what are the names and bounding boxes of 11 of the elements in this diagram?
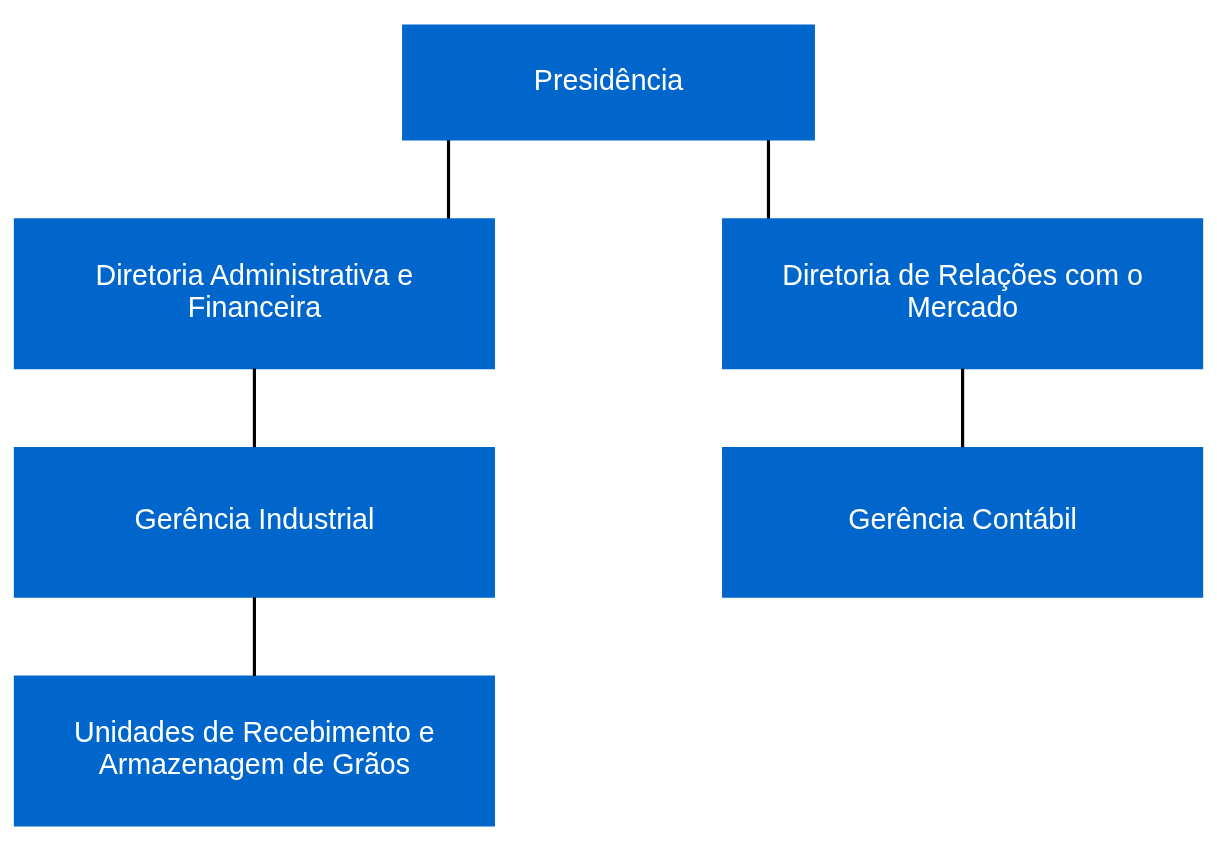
- connector: [766, 139, 771, 219]
- node-box: Presidência: [402, 24, 815, 140]
- node-box: Unidades de Recebimento e Armazenagem de Grãos: [13, 675, 495, 826]
- node-box: Gerência Industrial: [13, 446, 495, 598]
- connector: [252, 596, 256, 676]
- connector: [446, 139, 451, 219]
- connector: [252, 368, 256, 447]
- connector: [961, 368, 965, 447]
- node-box: Diretoria de Relações com o Mercado: [722, 217, 1204, 369]
- node-box: Diretoria Administrativa e Financeira: [13, 217, 495, 369]
- node-box: Gerência Contábil: [722, 446, 1204, 598]
